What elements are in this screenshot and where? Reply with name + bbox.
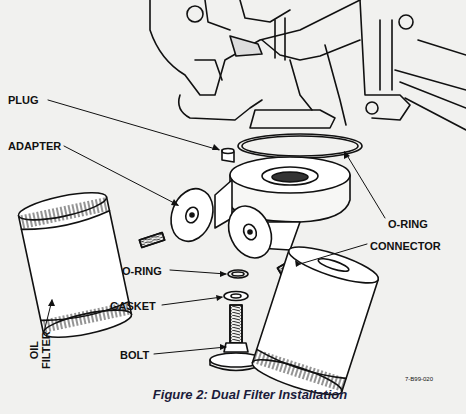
plug: [222, 149, 234, 163]
adapter-flange: [164, 183, 220, 247]
part-label: O-RING: [388, 218, 428, 230]
part-label: BOLT: [120, 349, 149, 361]
connector: [139, 232, 164, 247]
leader-line: [44, 100, 385, 354]
o-ring: [232, 272, 244, 276]
o-ring: [242, 136, 358, 156]
oil-filter: [16, 187, 133, 343]
adapter-flange: [220, 199, 279, 265]
part-label: GASKET: [110, 300, 156, 312]
figure-caption: Figure 2: Dual Filter Installation: [153, 387, 347, 402]
drawing-number: 7-B99-020: [405, 376, 433, 383]
part-label: CONNECTOR: [370, 240, 441, 252]
o-ring: [238, 134, 362, 158]
gasket: [231, 294, 241, 298]
part-label: ADAPTER: [8, 140, 61, 152]
part-label: O-RING: [122, 265, 162, 277]
part-label: PLUG: [8, 94, 39, 106]
gasket: [224, 292, 248, 301]
o-ring: [228, 270, 248, 278]
part-label: OIL FILTER: [28, 328, 52, 372]
oil-filter: [249, 240, 381, 401]
engine-block: [150, 0, 466, 130]
arrow-head: [48, 144, 350, 350]
